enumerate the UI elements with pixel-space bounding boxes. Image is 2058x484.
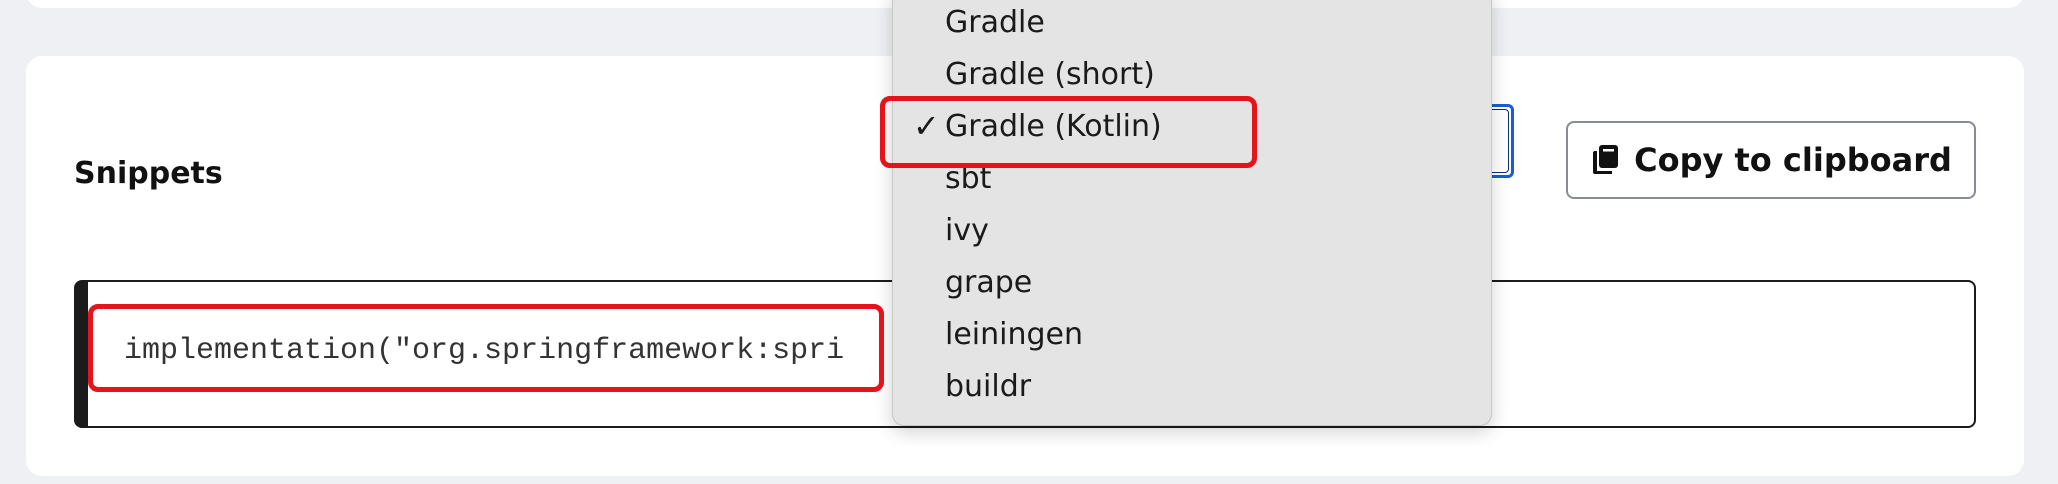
menu-item-label: leiningen: [945, 317, 1084, 352]
snippets-heading: Snippets: [74, 156, 223, 191]
clipboard-copy-icon: [1593, 145, 1619, 174]
menu-item-label: Gradle (Kotlin): [945, 109, 1162, 144]
menu-item-gradle[interactable]: Gradle: [893, 0, 1493, 49]
copy-to-clipboard-button[interactable]: Copy to clipboard: [1566, 121, 1976, 199]
menu-item-buildr[interactable]: buildr: [893, 361, 1493, 413]
code-snippet-text: implementation("org.springframework:spri: [124, 334, 845, 368]
menu-item-label: Gradle (short): [945, 57, 1155, 92]
menu-item-label: buildr: [945, 369, 1032, 404]
menu-item-grape[interactable]: grape: [893, 257, 1493, 309]
checkmark-icon: ✓: [913, 107, 940, 145]
menu-item-label: ivy: [945, 213, 989, 248]
menu-item-label: sbt: [945, 161, 992, 196]
menu-item-label: Gradle: [945, 5, 1045, 40]
menu-item-leiningen[interactable]: leiningen: [893, 309, 1493, 361]
menu-item-sbt[interactable]: sbt: [893, 153, 1493, 205]
menu-item-label: grape: [945, 265, 1033, 300]
menu-item-gradle-kotlin[interactable]: ✓ Gradle (Kotlin): [893, 101, 1493, 153]
menu-item-ivy[interactable]: ivy: [893, 205, 1493, 257]
menu-item-gradle-short[interactable]: Gradle (short): [893, 49, 1493, 101]
copy-button-label: Copy to clipboard: [1634, 141, 1952, 179]
build-tool-dropdown-menu: Gradle Gradle (short) ✓ Gradle (Kotlin) …: [892, 0, 1492, 426]
